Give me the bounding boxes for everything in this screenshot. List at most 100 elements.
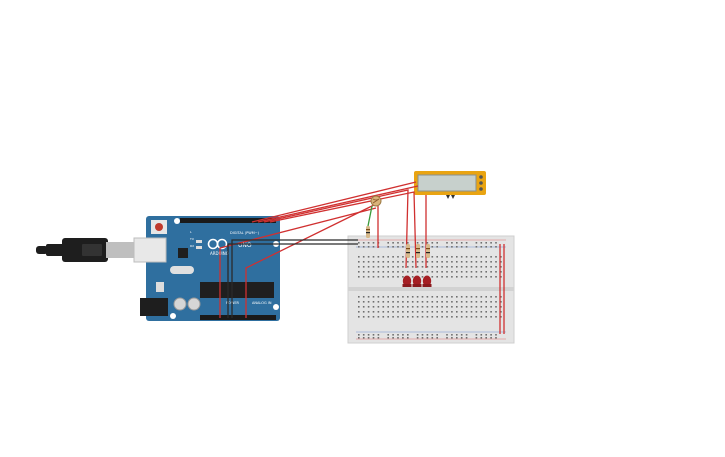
reset-button-cap[interactable] <box>155 223 163 231</box>
breadboard-hole[interactable] <box>451 271 453 273</box>
breadboard-hole[interactable] <box>475 276 478 278</box>
breadboard-hole[interactable] <box>495 296 497 298</box>
resistor[interactable] <box>426 244 430 258</box>
breadboard-hole[interactable] <box>451 246 453 248</box>
breadboard-hole[interactable] <box>490 337 492 339</box>
breadboard-hole[interactable] <box>480 246 483 248</box>
breadboard-hole[interactable] <box>416 296 419 298</box>
breadboard-hole[interactable] <box>411 306 414 308</box>
breadboard-hole[interactable] <box>392 306 394 308</box>
breadboard-hole[interactable] <box>358 334 360 336</box>
breadboard-hole[interactable] <box>421 334 424 336</box>
breadboard-hole[interactable] <box>480 242 483 244</box>
breadboard-hole[interactable] <box>470 256 473 258</box>
breadboard-hole[interactable] <box>446 301 448 303</box>
breadboard-hole[interactable] <box>372 337 375 339</box>
breadboard-hole[interactable] <box>402 271 404 273</box>
breadboard-hole[interactable] <box>436 276 438 278</box>
breadboard-hole[interactable] <box>377 301 380 303</box>
breadboard-hole[interactable] <box>495 246 497 248</box>
breadboard-hole[interactable] <box>500 266 502 268</box>
breadboard-hole[interactable] <box>485 266 487 268</box>
breadboard-hole[interactable] <box>397 246 399 248</box>
breadboard-hole[interactable] <box>495 271 497 273</box>
breadboard-hole[interactable] <box>470 266 473 268</box>
breadboard-hole[interactable] <box>460 337 463 339</box>
breadboard-hole[interactable] <box>367 316 370 318</box>
breadboard-hole[interactable] <box>372 246 375 248</box>
breadboard-hole[interactable] <box>367 246 370 248</box>
breadboard-hole[interactable] <box>485 276 487 278</box>
breadboard-hole[interactable] <box>451 266 453 268</box>
breadboard-hole[interactable] <box>475 311 478 313</box>
leds[interactable] <box>402 275 432 288</box>
breadboard-hole[interactable] <box>431 261 434 263</box>
breadboard-hole[interactable] <box>456 301 458 303</box>
breadboard-hole[interactable] <box>490 266 492 268</box>
breadboard-hole[interactable] <box>392 316 394 318</box>
breadboard-hole[interactable] <box>485 334 487 336</box>
breadboard-hole[interactable] <box>436 242 438 244</box>
breadboard-hole[interactable] <box>456 276 458 278</box>
breadboard-hole[interactable] <box>485 296 487 298</box>
breadboard-hole[interactable] <box>392 334 394 336</box>
breadboard-hole[interactable] <box>451 276 453 278</box>
breadboard-hole[interactable] <box>421 301 424 303</box>
breadboard-hole[interactable] <box>421 296 424 298</box>
breadboard-hole[interactable] <box>367 242 370 244</box>
breadboard-hole[interactable] <box>490 306 492 308</box>
breadboard-hole[interactable] <box>465 271 468 273</box>
breadboard-hole[interactable] <box>407 334 409 336</box>
breadboard-hole[interactable] <box>475 261 478 263</box>
breadboard-hole[interactable] <box>446 242 448 244</box>
breadboard-hole[interactable] <box>392 311 394 313</box>
wire-red[interactable] <box>251 181 417 223</box>
breadboard-hole[interactable] <box>377 256 380 258</box>
breadboard-hole[interactable] <box>475 306 478 308</box>
breadboard-hole[interactable] <box>456 311 458 313</box>
breadboard-hole[interactable] <box>426 271 429 273</box>
breadboard-hole[interactable] <box>411 296 414 298</box>
breadboard-hole[interactable] <box>382 311 385 313</box>
breadboard-hole[interactable] <box>358 316 360 318</box>
breadboard-hole[interactable] <box>500 316 502 318</box>
breadboard-hole[interactable] <box>377 311 380 313</box>
breadboard-hole[interactable] <box>397 266 399 268</box>
breadboard-hole[interactable] <box>490 334 492 336</box>
breadboard-hole[interactable] <box>490 296 492 298</box>
arduino-board[interactable]: ARDUINO UNO DIGITAL (PWM~) POWER ANALOG … <box>133 216 280 321</box>
breadboard-hole[interactable] <box>387 301 389 303</box>
breadboard-hole[interactable] <box>397 316 399 318</box>
breadboard-hole[interactable] <box>500 311 502 313</box>
breadboard-hole[interactable] <box>465 266 468 268</box>
wire-black[interactable] <box>231 239 358 318</box>
breadboard-hole[interactable] <box>402 261 404 263</box>
breadboard-hole[interactable] <box>490 271 492 273</box>
breadboard-hole[interactable] <box>358 296 360 298</box>
breadboard-hole[interactable] <box>451 301 453 303</box>
breadboard-hole[interactable] <box>436 271 438 273</box>
breadboard-hole[interactable] <box>460 266 463 268</box>
breadboard-hole[interactable] <box>426 306 429 308</box>
breadboard-hole[interactable] <box>358 266 360 268</box>
wire-green[interactable] <box>367 205 373 227</box>
breadboard-hole[interactable] <box>387 266 389 268</box>
breadboard-hole[interactable] <box>451 242 453 244</box>
breadboard-hole[interactable] <box>392 337 394 339</box>
breadboard-hole[interactable] <box>451 261 453 263</box>
breadboard-hole[interactable] <box>441 306 443 308</box>
breadboard-hole[interactable] <box>446 271 448 273</box>
breadboard-hole[interactable] <box>367 261 370 263</box>
breadboard-hole[interactable] <box>431 316 434 318</box>
breadboard-hole[interactable] <box>500 296 502 298</box>
breadboard-hole[interactable] <box>451 256 453 258</box>
breadboard-hole[interactable] <box>426 242 429 244</box>
breadboard-hole[interactable] <box>402 266 404 268</box>
breadboard-hole[interactable] <box>480 296 483 298</box>
breadboard-hole[interactable] <box>470 261 473 263</box>
breadboard-hole[interactable] <box>480 311 483 313</box>
breadboard-hole[interactable] <box>411 301 414 303</box>
breadboard-hole[interactable] <box>362 271 365 273</box>
breadboard-hole[interactable] <box>372 271 375 273</box>
breadboard-hole[interactable] <box>480 301 483 303</box>
